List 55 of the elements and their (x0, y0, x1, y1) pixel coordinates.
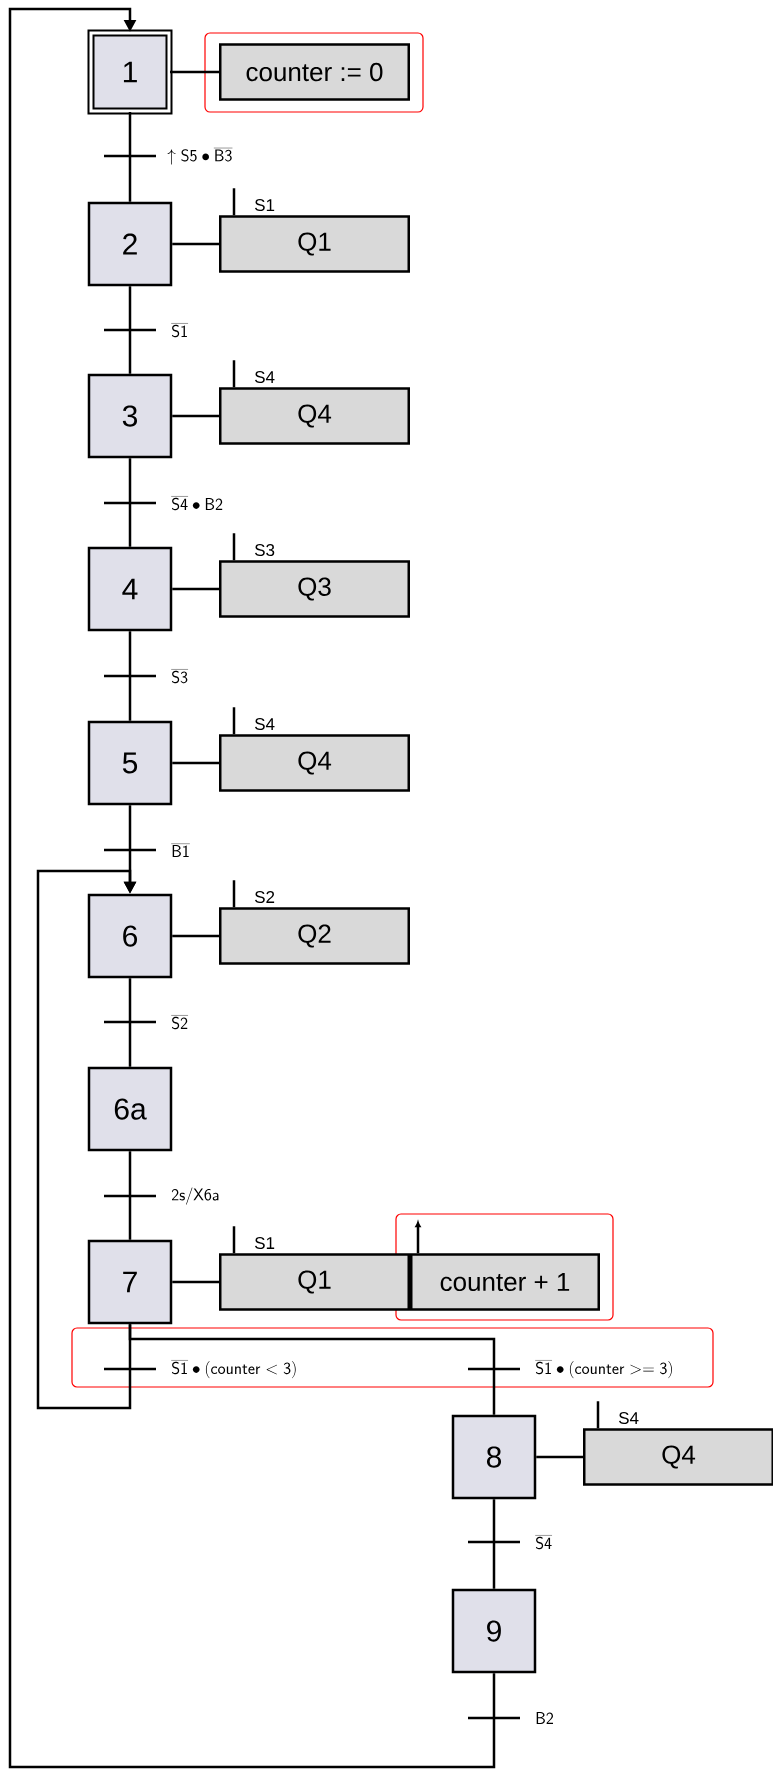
connector (172, 934, 219, 938)
action-box: Q4 (219, 387, 410, 445)
connector (536, 1455, 583, 1459)
transition-condition: $\overline{\mathsf{S1}}\bullet\mathsf{(counter}<\mathsf{3)}$ (170, 1358, 299, 1380)
action-box: Q1 (219, 1253, 410, 1311)
action-condition: S4 (618, 1412, 639, 1425)
connector (172, 587, 219, 591)
transition-condition: $\mathsf{B2}$ (534, 1711, 555, 1725)
transition-condition: $\overline{\mathsf{S3}}$ (170, 667, 190, 685)
connector (36, 869, 137, 1410)
action-box: Q2 (219, 907, 410, 965)
transition-condition: $\overline{\mathsf{S2}}$ (170, 1013, 190, 1031)
connector (128, 1324, 496, 1415)
transition-condition: $\overline{\mathsf{B1}}$ (170, 842, 191, 858)
connector (128, 978, 132, 1067)
connector (172, 1280, 219, 1284)
action-condition: S2 (254, 891, 275, 904)
transition-condition: $\mathsf{2s/X6a}$ (170, 1186, 221, 1206)
transition-condition: $\overline{\mathsf{S1}}$ (170, 321, 190, 339)
step-box: 7 (87, 1239, 173, 1325)
connector (172, 414, 219, 418)
connector (128, 458, 132, 547)
transition-condition: $\overline{\mathsf{S4}}\bullet\mathsf{B2}$ (170, 494, 224, 512)
action-condition: S1 (254, 1237, 275, 1250)
connector (170, 70, 219, 74)
step-box: 2 (87, 201, 173, 287)
action-box: Q4 (219, 734, 410, 792)
connector (128, 286, 132, 374)
transition-condition: $\uparrow\mathsf{S5}\bullet\overline{\mathsf{B3}}$ (166, 146, 234, 166)
connector (128, 112, 132, 202)
step-box: 3 (87, 373, 173, 459)
step-box: 6 (87, 893, 173, 979)
connector (172, 761, 219, 765)
action-box: Q1 (219, 215, 410, 273)
connector (128, 631, 132, 721)
step-box: 6a (87, 1066, 173, 1152)
connector (128, 1151, 132, 1240)
action-condition: S4 (254, 718, 275, 731)
connector (492, 1499, 496, 1589)
step-box: 4 (87, 546, 173, 632)
connector (8, 7, 496, 1769)
initial-step-box: 1 (87, 29, 173, 115)
transition-condition: $\overline{\mathsf{S1}}\bullet\mathsf{(counter}\ {>}{=}\ \mathsf{3)}$ (534, 1358, 675, 1380)
action-box: counter := 0 (219, 43, 410, 101)
action-condition: S3 (254, 544, 275, 557)
transition-condition: $\overline{\mathsf{S4}}$ (534, 1533, 554, 1551)
action-condition: S1 (254, 199, 275, 212)
action-box: Q4 (583, 1428, 773, 1486)
step-box: 8 (451, 1414, 537, 1500)
connector (172, 242, 219, 246)
action-box: counter + 1 (410, 1253, 600, 1311)
step-box: 5 (87, 720, 173, 806)
action-condition: S4 (254, 371, 275, 384)
action-box: Q3 (219, 560, 410, 618)
step-box: 9 (451, 1588, 537, 1674)
